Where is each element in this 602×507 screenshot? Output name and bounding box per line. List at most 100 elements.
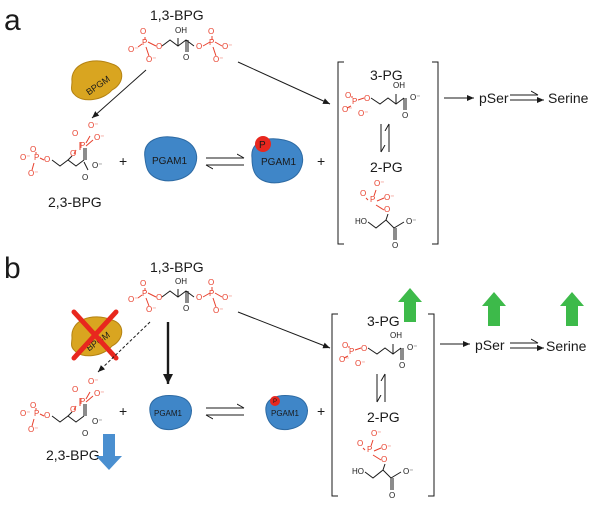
plus-1: +: [119, 153, 127, 169]
bpg23-b-label: 2,3-BPG: [46, 447, 100, 463]
phospho-b-label: P: [273, 399, 277, 405]
svg-text:O⁻: O⁻: [20, 409, 30, 418]
arrow-to-bpg23: [91, 69, 147, 119]
pg2-b-label: 2-PG: [367, 409, 400, 425]
svg-text:O⁻: O⁻: [358, 109, 368, 118]
serine-b-label: Serine: [546, 338, 587, 354]
svg-text:O: O: [357, 439, 363, 448]
svg-text:O⁻: O⁻: [94, 133, 104, 142]
svg-text:O: O: [399, 361, 405, 370]
svg-text:O⁻: O⁻: [88, 121, 98, 130]
svg-text:OH: OH: [390, 331, 402, 340]
plus-1-b: +: [119, 403, 127, 419]
svg-text:O: O: [389, 491, 395, 500]
svg-text:O⁻: O⁻: [355, 359, 365, 368]
svg-text:OH: OH: [175, 277, 187, 286]
svg-text:O: O: [140, 27, 146, 36]
svg-text:O: O: [360, 189, 366, 198]
up-arrow-icon-pser: [482, 292, 506, 326]
svg-text:P: P: [80, 397, 85, 406]
plus-2-b: +: [317, 403, 325, 419]
svg-text:P: P: [209, 38, 214, 47]
svg-text:O⁻: O⁻: [374, 179, 384, 188]
svg-text:OH: OH: [175, 26, 187, 35]
svg-text:O: O: [70, 405, 76, 414]
svg-text:O: O: [381, 455, 387, 464]
svg-text:HO: HO: [355, 217, 367, 226]
svg-text:O⁻: O⁻: [28, 425, 38, 434]
svg-text:O⁻: O⁻: [403, 467, 413, 476]
pgam1-phospho-enzyme: PGAM1 P: [251, 136, 304, 184]
svg-text:P: P: [34, 153, 39, 162]
svg-text:O: O: [183, 53, 189, 62]
phospho-label: P: [259, 140, 266, 151]
bpg13-label: 1,3-BPG: [150, 7, 204, 23]
svg-text:O: O: [72, 129, 78, 138]
svg-text:O⁻: O⁻: [128, 45, 138, 54]
svg-text:O⁻: O⁻: [381, 443, 391, 452]
down-arrow-icon: [96, 434, 122, 470]
pg2-structure: O⁻ O P O⁻ O HO O O⁻: [355, 179, 416, 250]
pg2-b-structure: O⁻ O P O⁻ O HO O O⁻: [352, 429, 413, 500]
up-arrow-icon-pg3: [398, 288, 422, 322]
dashed-arrow-to-bpg23: [97, 321, 151, 373]
phospho-badge: [255, 136, 271, 152]
svg-text:P: P: [142, 289, 147, 298]
bpg23-structure: O⁻ O P O⁻ O O⁻ O P O⁻ O O⁻ O: [20, 121, 104, 182]
pgam1-phospho-b-label: PGAM1: [271, 409, 300, 418]
svg-text:O: O: [183, 304, 189, 313]
svg-text:O: O: [30, 145, 36, 154]
svg-text:O⁻: O⁻: [28, 169, 38, 178]
bpg23-label: 2,3-BPG: [48, 194, 102, 210]
svg-text:O: O: [30, 401, 36, 410]
pgam1-phospho-label: PGAM1: [261, 157, 296, 168]
svg-text:O: O: [208, 27, 214, 36]
pg3-b-label: 3-PG: [367, 313, 400, 329]
bracket-left-b: [331, 313, 338, 497]
panel-a: a 1,3-BPG O⁻ P O O⁻ O OH O O P O O⁻ O⁻ B…: [4, 4, 589, 250]
svg-text:P: P: [352, 97, 357, 106]
svg-text:O: O: [140, 279, 146, 288]
plus-2: +: [317, 153, 325, 169]
bracket-right: [432, 61, 439, 245]
svg-text:P: P: [34, 409, 39, 418]
cross-mark-icon: [71, 309, 119, 361]
bpg23-b-structure: O⁻ O P O⁻ O O⁻ O P O⁻ O O⁻ O: [20, 377, 104, 438]
svg-text:O: O: [361, 344, 367, 353]
pg2-label: 2-PG: [370, 159, 403, 175]
svg-text:O: O: [156, 293, 162, 302]
svg-text:O: O: [44, 411, 50, 420]
svg-text:O⁻: O⁻: [88, 377, 98, 386]
pg3-structure: O P O⁻ O⁻ O OH O O⁻: [342, 81, 420, 120]
panel-b-label: b: [4, 252, 21, 285]
svg-text:P: P: [80, 141, 85, 150]
pgam1-enzyme: PGAM1: [144, 136, 198, 182]
svg-text:O: O: [156, 42, 162, 51]
svg-text:O⁻: O⁻: [213, 306, 223, 315]
panel-a-label: a: [4, 4, 21, 37]
phospho-b-badge: [270, 396, 280, 406]
svg-text:P: P: [209, 289, 214, 298]
pgam1-b-label: PGAM1: [154, 409, 183, 418]
svg-text:O⁻: O⁻: [222, 293, 232, 302]
svg-text:O⁻: O⁻: [222, 42, 232, 51]
svg-text:O: O: [82, 173, 88, 182]
svg-text:P: P: [367, 445, 372, 454]
svg-text:O⁻: O⁻: [410, 93, 420, 102]
svg-text:O⁻: O⁻: [213, 55, 223, 64]
svg-text:P: P: [142, 38, 147, 47]
svg-text:O⁻: O⁻: [128, 295, 138, 304]
svg-text:O: O: [44, 155, 50, 164]
svg-text:O⁻: O⁻: [384, 193, 394, 202]
bracket-left: [337, 61, 344, 245]
svg-text:O: O: [196, 293, 202, 302]
svg-text:O: O: [364, 94, 370, 103]
svg-text:O⁻: O⁻: [92, 161, 102, 170]
svg-text:O: O: [72, 385, 78, 394]
svg-text:O: O: [70, 149, 76, 158]
svg-text:O⁻: O⁻: [20, 153, 30, 162]
svg-text:P: P: [349, 347, 354, 356]
svg-text:O⁻: O⁻: [407, 343, 417, 352]
svg-text:O: O: [402, 111, 408, 120]
